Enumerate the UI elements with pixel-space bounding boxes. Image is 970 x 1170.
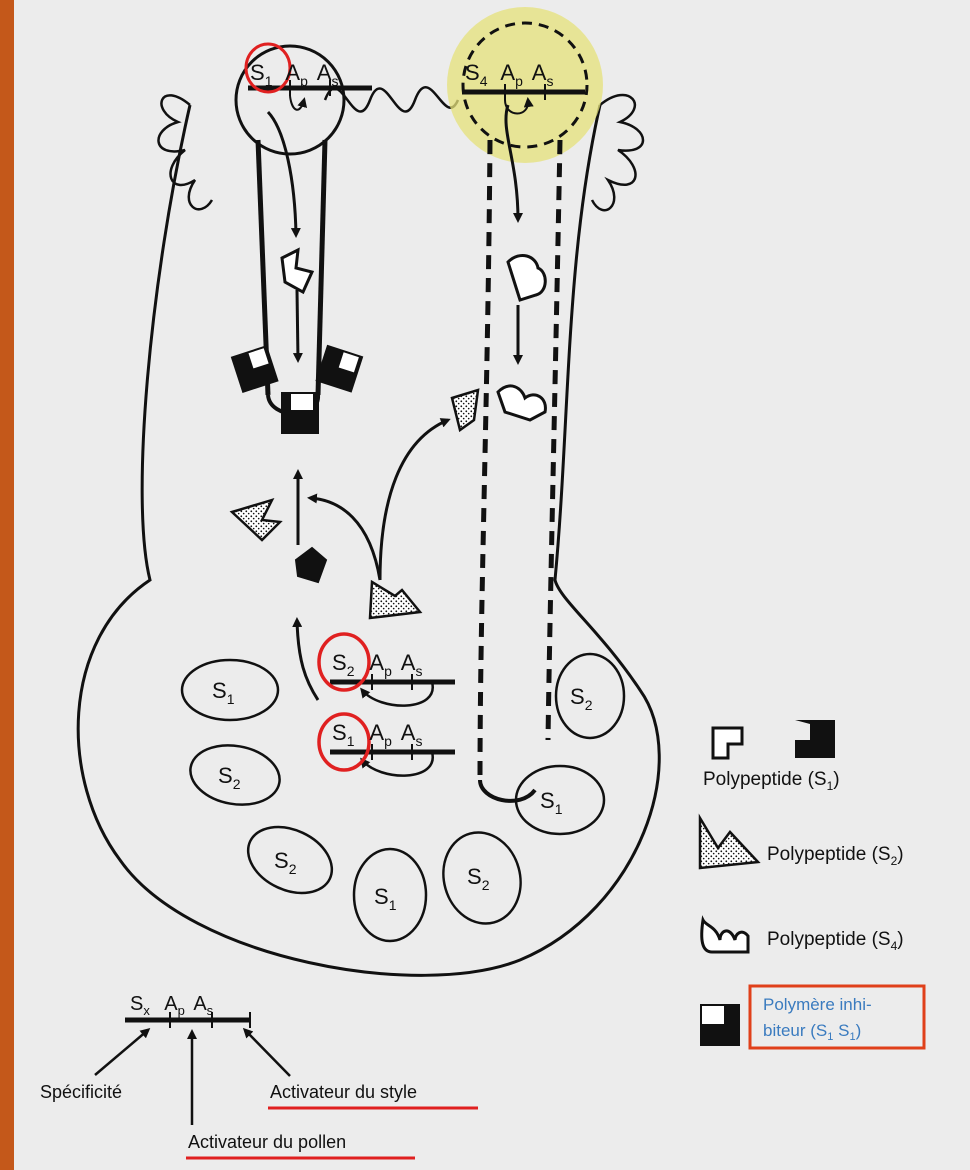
arrow-left-1 (268, 112, 296, 235)
legend-inhibitor-label-2: biteur (S1 S1) (763, 1021, 861, 1043)
key-activateur-pollen: Activateur du pollen (188, 1132, 346, 1152)
key-bar-label: Sx Ap As (130, 993, 214, 1020)
s4-polypeptide-top (508, 255, 545, 300)
arrow-left-2 (297, 290, 298, 360)
ovule-1 (182, 660, 278, 720)
ovule-7 (516, 766, 604, 834)
gene-upper-label: S2 Ap As (332, 650, 422, 681)
inhibitor-block-center (281, 392, 319, 434)
legend-s1-solid-icon (795, 720, 835, 758)
legend-s1-label: Polypeptide (S1) (703, 769, 840, 793)
ovule-label-2: S2 (218, 763, 241, 792)
ovule-label-1: S1 (212, 678, 235, 707)
key-arrow-specificite (95, 1030, 148, 1075)
arrow-up-from-gene (297, 620, 318, 700)
pollen-tube-right-wall-b (548, 140, 560, 740)
s4-polypeptide-bottom (498, 386, 545, 420)
stigma-papillae-left (159, 95, 212, 209)
gene-lower-label: S1 Ap As (332, 720, 422, 751)
inhibitor-block-right (315, 345, 363, 393)
legend-s2-icon (700, 818, 758, 868)
key-activateur-style: Activateur du style (270, 1082, 417, 1102)
inhibitor-block-left (231, 345, 279, 393)
ovule-4 (354, 849, 426, 941)
legend-inhibitor-icon (700, 1004, 740, 1046)
ovule-label-3: S2 (274, 848, 297, 877)
s2-polypeptide-center (370, 582, 420, 618)
legend-s1-open-icon (713, 728, 742, 758)
ovule-label-5: S2 (467, 864, 490, 893)
s1-polypeptide-in-tube (282, 250, 312, 292)
ovule-2 (186, 739, 285, 812)
ovule-3 (237, 814, 342, 906)
s2-polypeptide-left (232, 500, 280, 540)
legend-s4-label: Polypeptide (S4) (767, 929, 904, 953)
legend-s4-icon (702, 920, 748, 952)
s2-polypeptide-right (452, 390, 478, 430)
ovule-label-7: S1 (540, 788, 563, 817)
legend-inhibitor-label-1: Polymère inhi- (763, 995, 872, 1014)
legend-s2-label: Polypeptide (S2) (767, 844, 904, 868)
arrow-curve-to-s4 (380, 420, 448, 580)
pollen-tube-right-end (480, 780, 535, 801)
s1-block-style (296, 548, 326, 582)
pollen-tube-right-wall-a (480, 140, 490, 780)
ovule-label-4: S1 (374, 884, 397, 913)
ovule-6 (556, 654, 624, 738)
ovule-label-6: S2 (570, 684, 593, 713)
key-arrow-style (245, 1030, 290, 1076)
key-specificite: Spécificité (40, 1082, 122, 1102)
